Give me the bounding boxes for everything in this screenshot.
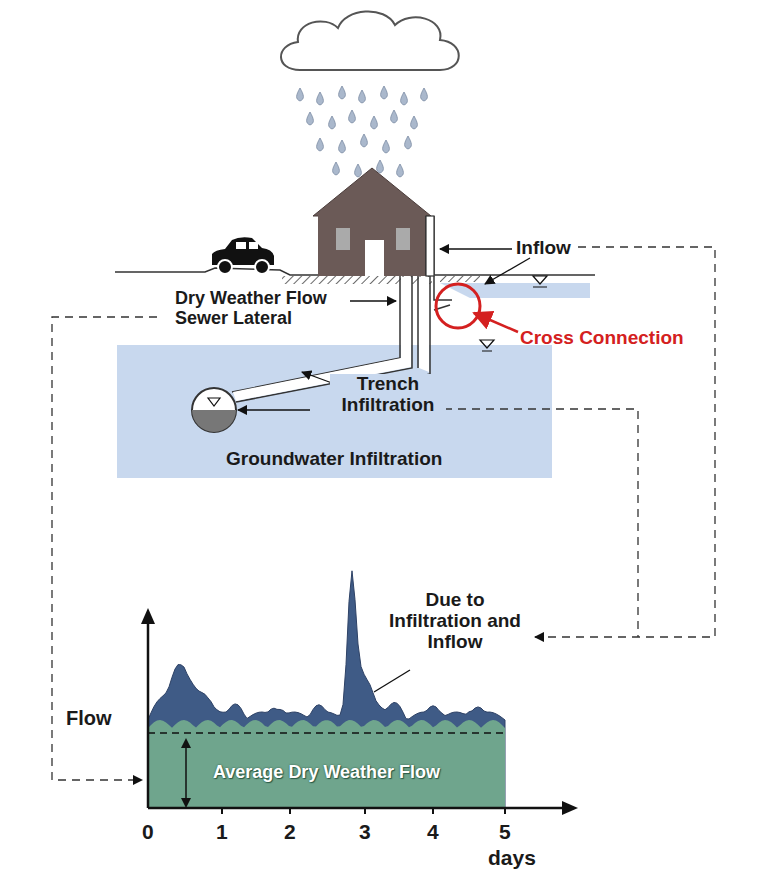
chart-annotation: Due to Infiltration and Inflow <box>380 590 530 653</box>
dry-weather-flow-area: Average Dry Weather Flow <box>148 733 505 808</box>
axis-title: days <box>488 846 536 869</box>
tick-label: 4 <box>427 820 439 843</box>
cross-connection-label: Cross Connection <box>520 328 684 349</box>
house <box>313 168 431 276</box>
tick-label: 0 <box>142 820 154 843</box>
tick-label: 3 <box>359 820 371 843</box>
rain <box>297 86 428 177</box>
flow-chart <box>141 571 578 815</box>
inflow-label: Inflow <box>516 238 571 259</box>
tick-label: 5 <box>499 820 511 843</box>
car <box>212 237 274 274</box>
tick-label: 1 <box>216 820 228 843</box>
region-label: Average Dry Weather Flow <box>213 762 440 783</box>
trench-label: Trench Infiltration <box>330 374 446 416</box>
tick-label: 2 <box>284 820 296 843</box>
cloud <box>281 11 459 70</box>
axis-title: Flow <box>66 707 112 729</box>
region-label: Groundwater Infiltration <box>226 448 442 470</box>
lateral-label: Dry Weather Flow Sewer Lateral <box>175 289 350 329</box>
